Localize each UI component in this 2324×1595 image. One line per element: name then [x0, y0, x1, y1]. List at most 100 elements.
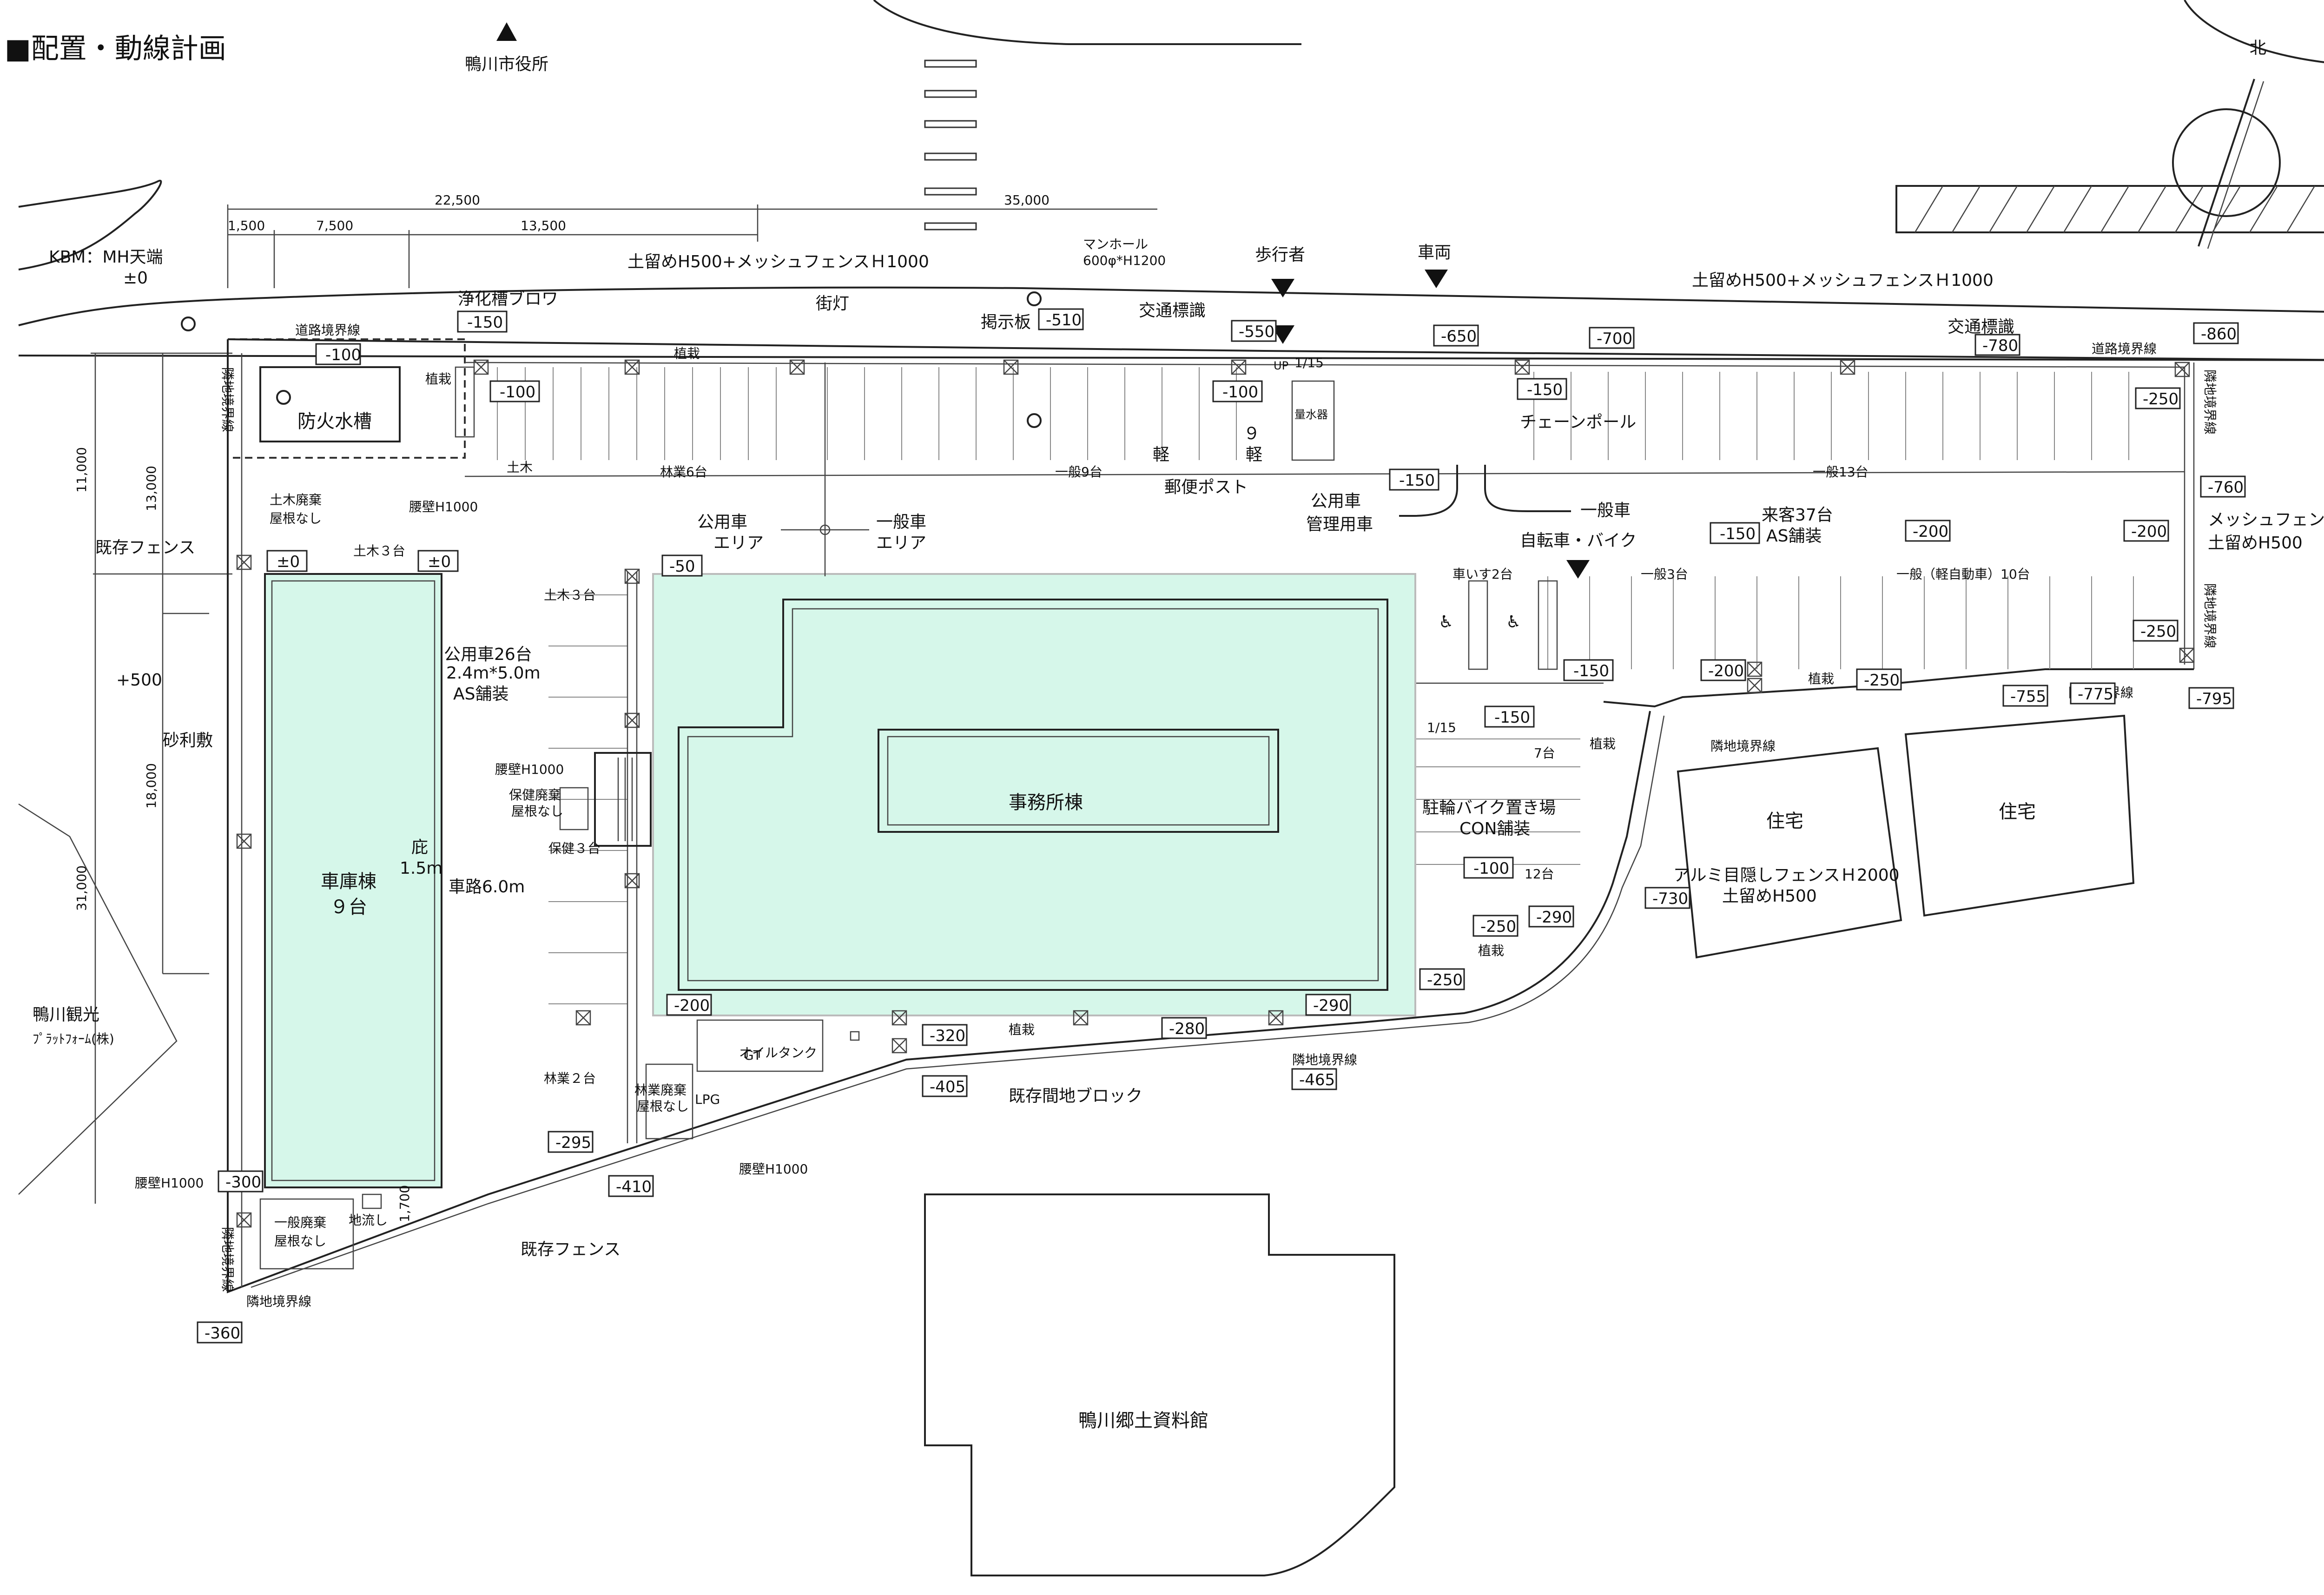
aisle-line-top — [464, 471, 2185, 477]
visitors-label-1: 来客37台 — [1762, 506, 1833, 525]
level-tag: -100 — [489, 380, 540, 402]
neighbor-boundary-house: 隣地境界線 — [1710, 738, 1776, 754]
hatched-strip — [1895, 185, 2324, 233]
dim-11000: 11,000 — [74, 447, 89, 493]
pedestrian-arrow-icon — [1271, 279, 1294, 297]
level-tag: -150 — [1517, 378, 1567, 400]
dim-35000: 35,000 — [1004, 192, 1050, 208]
existing-block-band — [251, 1031, 1362, 1288]
ringyo2-label: 林業２台 — [544, 1071, 596, 1086]
doboku3-garage-label: 土木３台 — [353, 543, 405, 559]
waist-wall-4: 腰壁H1000 — [135, 1175, 204, 1191]
road-width-label: 車路6.0m — [449, 877, 525, 896]
level-tag: -465 — [1291, 1068, 1337, 1090]
svg-text:-760: -760 — [2208, 478, 2244, 497]
house-1 — [1677, 747, 1902, 959]
fire-tank-label: 防火水槽 — [297, 411, 372, 432]
vehicle-arrow-icon — [1425, 270, 1448, 288]
bike-parking-label-2: CON舗装 — [1459, 819, 1530, 838]
wheelchair-label: 車いす2台 — [1452, 567, 1513, 582]
svg-text:±0: ±0 — [428, 553, 451, 571]
area-divider-node — [819, 524, 831, 535]
svg-text:-300: -300 — [225, 1173, 261, 1192]
kbm-label: KBM：MH天端 — [49, 248, 163, 267]
public-area-label-2: エリア — [713, 534, 764, 553]
doboku-waste-1: 土木廃棄 — [270, 492, 322, 508]
alu-fence-note-1: アルミ目隠しフェンスＨ2000 — [1673, 866, 1900, 885]
slope-label-2: 1/15 — [1427, 720, 1456, 735]
public-flow-arrow-icon — [1399, 465, 1458, 517]
manhole-label-2: 600φ*H1200 — [1083, 253, 1166, 268]
museum-label: 鴨川郷土資料館 — [1078, 1410, 1208, 1431]
office-courtyard-inner — [887, 736, 1270, 826]
svg-text:-150: -150 — [1573, 662, 1609, 680]
level-tag: ±0 — [266, 550, 308, 572]
svg-text:-700: -700 — [1597, 330, 1632, 348]
general-waste-2: 屋根なし — [274, 1233, 326, 1249]
level-tag: -755 — [2002, 685, 2048, 707]
bulletin-board-label: 掲示板 — [981, 313, 1031, 332]
bikes12-label: 12台 — [1525, 866, 1554, 882]
level-tag: -100 — [315, 343, 361, 365]
doboku-label: 土木 — [507, 460, 533, 475]
svg-text:-405: -405 — [930, 1078, 965, 1096]
north-arrow-icon — [2172, 79, 2281, 249]
top-dimensions — [227, 204, 1157, 288]
traffic-sign-1-label: 交通標識 — [1139, 301, 1206, 320]
existing-fence-bottom: 既存フェンス — [521, 1240, 621, 1259]
forestry-waste-1: 林業廃棄 — [634, 1082, 687, 1098]
drain-icon — [362, 1193, 382, 1209]
level-tag: -290 — [1305, 994, 1351, 1016]
road-boundary-label-2: 道路境界線 — [2092, 341, 2157, 356]
office-label: 事務所棟 — [1009, 792, 1083, 813]
oil-tank — [696, 1019, 824, 1072]
house-2-label: 住宅 — [1999, 801, 2036, 823]
level-tag: -250 — [2135, 387, 2181, 409]
house-2 — [1904, 714, 2135, 917]
upper-road-edge-right — [2184, 0, 2324, 63]
street-lamp-label: 街灯 — [816, 294, 849, 313]
svg-text:-465: -465 — [1299, 1071, 1335, 1089]
pedestrian-label: 歩行者 — [1255, 245, 1305, 264]
svg-text:-410: -410 — [616, 1178, 652, 1196]
dim-31000: 31,000 — [74, 865, 89, 911]
oil-tank-label: オイルタンク — [739, 1045, 817, 1061]
north-label: 北 — [2250, 39, 2266, 58]
svg-text:-250: -250 — [2143, 390, 2179, 409]
lpg-label: LPG — [695, 1092, 720, 1107]
dim-1500: 1,500 — [228, 218, 265, 233]
dim-13000: 13,000 — [144, 466, 159, 511]
svg-text:-290: -290 — [1313, 996, 1349, 1015]
forestry-waste-shelter — [645, 1063, 693, 1140]
neighbor-line-curve — [1361, 711, 1651, 1023]
svg-text:-200: -200 — [2131, 522, 2167, 541]
manhole-icon — [1027, 291, 1042, 306]
gt-label: GT — [744, 1048, 762, 1063]
svg-text:-150: -150 — [1494, 708, 1530, 727]
level-tag: -300 — [218, 1170, 264, 1193]
traffic-sign-2-label: 交通標識 — [1948, 317, 2014, 336]
kei9-label-c: 軽 — [1246, 445, 1262, 464]
garage-building-inner — [271, 580, 436, 1181]
manhole-label-1: マンホール — [1083, 237, 1148, 252]
level-tag: -760 — [2200, 475, 2246, 498]
level-tag: -280 — [1161, 1017, 1207, 1039]
drain-label: 地流し — [349, 1213, 388, 1228]
parking-stalls-top — [497, 367, 2134, 1004]
public-area-label-1: 公用車 — [697, 513, 747, 532]
public-mgmt-label-2: 管理用車 — [1306, 515, 1373, 534]
level-tag: -250 — [2133, 620, 2179, 642]
general-flow-arrow-icon — [1484, 465, 1571, 512]
general13-label: 一般13台 — [1813, 464, 1868, 480]
svg-text:-320: -320 — [930, 1027, 965, 1045]
small-marker — [850, 1031, 860, 1041]
slope-label-1: 1/15 — [1294, 355, 1324, 370]
dim-22500: 22,500 — [435, 192, 480, 208]
general-car-label: 一般車 — [1580, 501, 1631, 520]
chain-pole-label: チェーンポール — [1520, 413, 1636, 432]
public26-label-1: 公用車26台 — [444, 645, 532, 664]
level-tag: -795 — [2188, 687, 2234, 709]
top-right-fence-note: 土留めH500+メッシュフェンスＨ1000 — [1692, 271, 1994, 290]
general-waste-1: 一般廃棄 — [274, 1215, 326, 1230]
